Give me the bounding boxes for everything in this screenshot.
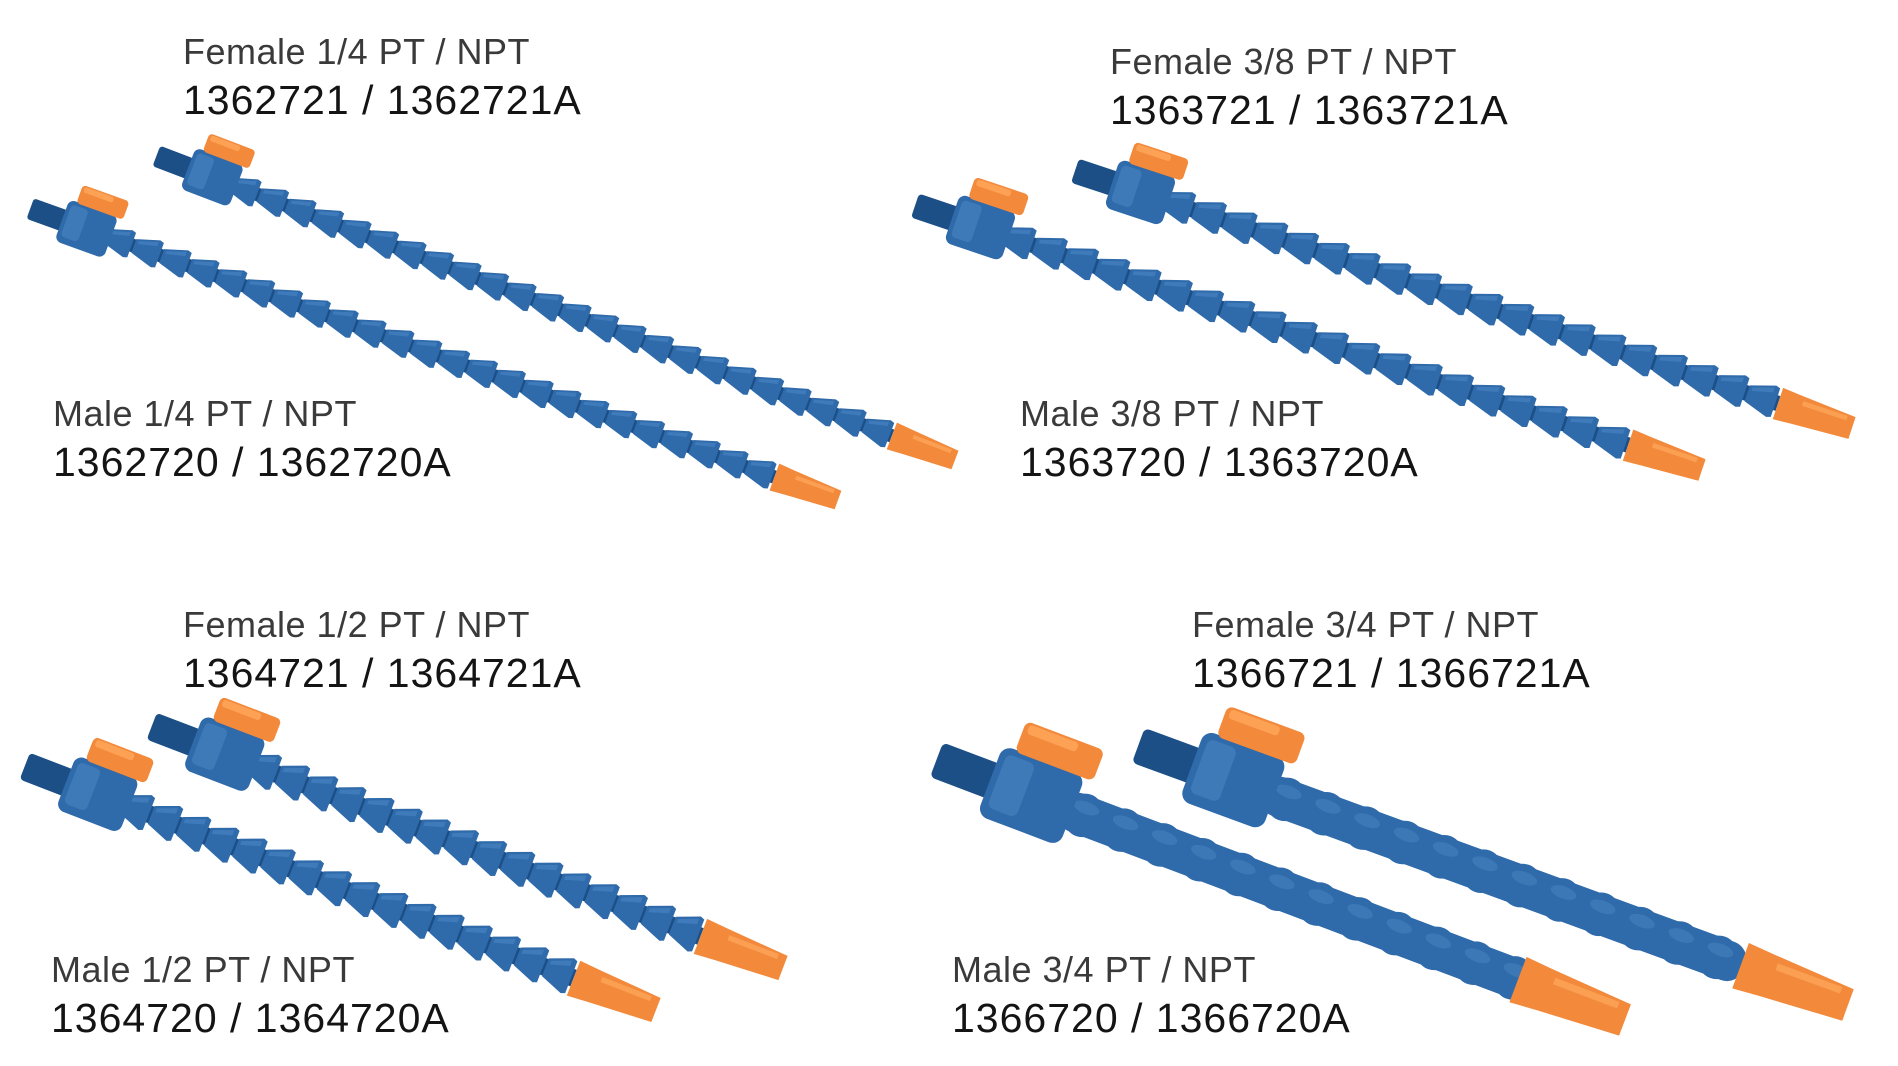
- part-number: 1363720 / 1363720A: [1020, 439, 1419, 485]
- part-number: 1362721 / 1362721A: [183, 77, 582, 123]
- part-number: 1366720 / 1366720A: [952, 995, 1351, 1041]
- spec-text: Male 1/2 PT / NPT: [51, 949, 355, 990]
- label-male-three-quarter: Male 3/4 PT / NPT 1366720 / 1366720A: [952, 952, 1351, 1039]
- hose-female-three-quarter: [1133, 707, 1854, 1021]
- part-number: 1364720 / 1364720A: [51, 995, 450, 1041]
- hose-male-half: [20, 738, 661, 1023]
- spec-text: Female 1/4 PT / NPT: [183, 31, 530, 72]
- label-female-quarter: Female 1/4 PT / NPT 1362721 / 1362721A: [183, 34, 582, 121]
- part-number: 1363721 / 1363721A: [1110, 87, 1509, 133]
- hose-male-three-eighths: [911, 177, 1706, 481]
- spec-text: Male 1/4 PT / NPT: [53, 393, 357, 434]
- label-female-half: Female 1/2 PT / NPT 1364721 / 1364721A: [183, 607, 582, 694]
- hose-female-three-eighths: [1071, 142, 1856, 439]
- part-number: 1364721 / 1364721A: [183, 650, 582, 696]
- part-number: 1362720 / 1362720A: [53, 439, 452, 485]
- part-number: 1366721 / 1366721A: [1192, 650, 1591, 696]
- spec-text: Male 3/4 PT / NPT: [952, 949, 1256, 990]
- label-male-half: Male 1/2 PT / NPT 1364720 / 1364720A: [51, 952, 450, 1039]
- spec-text: Female 3/4 PT / NPT: [1192, 604, 1539, 645]
- label-male-quarter: Male 1/4 PT / NPT 1362720 / 1362720A: [53, 396, 452, 483]
- label-female-three-eighths: Female 3/8 PT / NPT 1363721 / 1363721A: [1110, 44, 1509, 131]
- spec-text: Female 1/2 PT / NPT: [183, 604, 530, 645]
- hose-male-three-quarter: [931, 722, 1631, 1036]
- hose-female-half: [147, 697, 788, 981]
- hose-female-quarter: [153, 134, 959, 470]
- label-female-three-quarter: Female 3/4 PT / NPT 1366721 / 1366721A: [1192, 607, 1591, 694]
- spec-text: Male 3/8 PT / NPT: [1020, 393, 1324, 434]
- label-male-three-eighths: Male 3/8 PT / NPT 1363720 / 1363720A: [1020, 396, 1419, 483]
- spec-text: Female 3/8 PT / NPT: [1110, 41, 1457, 82]
- hose-male-quarter: [27, 185, 842, 510]
